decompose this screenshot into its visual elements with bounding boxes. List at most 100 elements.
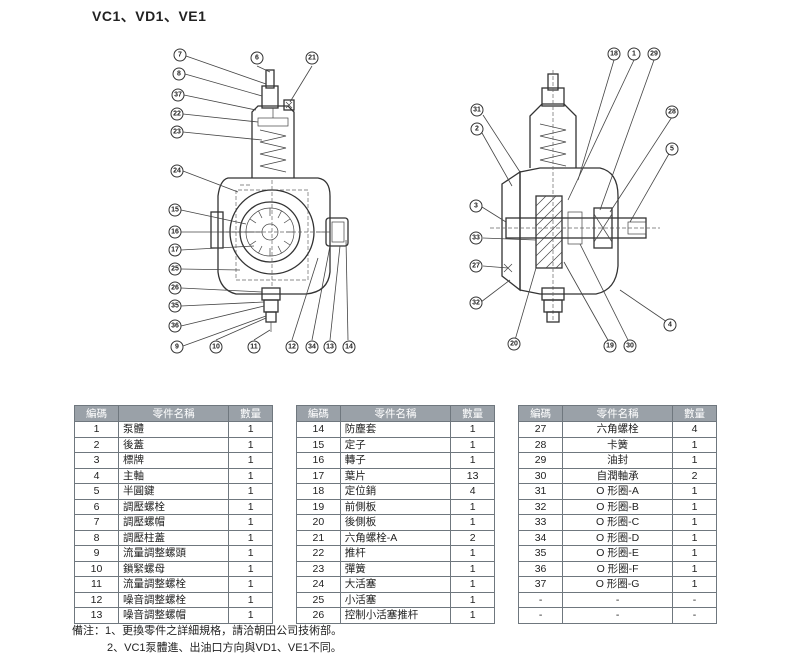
column-header-code: 編碼 [296, 405, 341, 422]
callout-8: 8 [172, 67, 186, 81]
svg-text:36: 36 [171, 323, 179, 330]
callout-16: 16 [168, 225, 182, 239]
svg-text:7: 7 [178, 52, 182, 59]
svg-text:33: 33 [472, 235, 480, 242]
pump-cross-section-diagram: 7 8 37 22 23 24 15 16 17 25 26 35 36 9 1… [168, 47, 679, 354]
svg-text:28: 28 [668, 109, 676, 116]
callout-27: 27 [469, 259, 483, 273]
svg-text:21: 21 [308, 55, 316, 62]
svg-text:24: 24 [173, 168, 181, 175]
callout-22: 22 [170, 107, 184, 121]
callout-36: 36 [168, 319, 182, 333]
column-header-part-name: 零件名稱 [117, 405, 230, 422]
table-header-row: 編碼 零件名稱 數量 [74, 405, 273, 422]
svg-text:14: 14 [345, 344, 353, 351]
callout-28: 28 [665, 105, 679, 119]
callout-7: 7 [173, 48, 187, 62]
callout-24: 24 [170, 164, 184, 178]
callout-20: 20 [507, 337, 521, 351]
svg-text:31: 31 [473, 107, 481, 114]
table-row: --- [517, 607, 717, 624]
svg-text:6: 6 [255, 55, 259, 62]
callout-11: 11 [247, 340, 261, 354]
svg-text:20: 20 [510, 341, 518, 348]
callout-14: 14 [342, 340, 356, 354]
svg-text:18: 18 [610, 51, 618, 58]
callout-9: 9 [170, 340, 184, 354]
callout-18: 18 [607, 47, 621, 61]
callout-4: 4 [663, 318, 677, 332]
column-header-part-name: 零件名稱 [562, 405, 674, 422]
front-view-leaders [180, 55, 349, 347]
svg-text:32: 32 [472, 300, 480, 307]
svg-text:26: 26 [171, 285, 179, 292]
svg-text:9: 9 [175, 344, 179, 351]
svg-text:17: 17 [171, 247, 179, 254]
svg-text:23: 23 [173, 129, 181, 136]
svg-text:8: 8 [177, 71, 181, 78]
column-header-quantity: 數量 [450, 405, 495, 422]
svg-text:12: 12 [288, 344, 296, 351]
svg-text:2: 2 [475, 126, 479, 133]
callout-5: 5 [665, 142, 679, 156]
callout-34: 34 [305, 340, 319, 354]
callout-10: 10 [209, 340, 223, 354]
svg-text:4: 4 [668, 322, 672, 329]
callout-15: 15 [168, 203, 182, 217]
svg-text:11: 11 [250, 344, 258, 351]
svg-text:1: 1 [632, 51, 636, 58]
callout-3: 3 [469, 199, 483, 213]
callout-17: 17 [168, 243, 182, 257]
callout-25: 25 [168, 262, 182, 276]
svg-text:19: 19 [606, 343, 614, 350]
callout-23: 23 [170, 125, 184, 139]
table-header-row: 編碼 零件名稱 數量 [517, 405, 717, 422]
svg-text:22: 22 [173, 111, 181, 118]
column-header-quantity: 數量 [672, 405, 717, 422]
page-title: VC1、VD1、VE1 [92, 8, 207, 24]
svg-text:16: 16 [171, 229, 179, 236]
column-header-part-name: 零件名稱 [339, 405, 452, 422]
side-view-leaders [480, 59, 673, 343]
column-header-code: 編碼 [517, 405, 564, 422]
callout-29: 29 [647, 47, 661, 61]
remark-line-1: 備注：1、更換零件之詳細規格，請洽朝田公司技術部。 [72, 625, 343, 637]
callout-21: 21 [305, 51, 319, 65]
svg-text:30: 30 [626, 343, 634, 350]
svg-text:27: 27 [472, 263, 480, 270]
svg-text:5: 5 [670, 146, 674, 153]
callout-31: 31 [470, 103, 484, 117]
svg-text:29: 29 [650, 51, 658, 58]
callout-26: 26 [168, 281, 182, 295]
callout-13: 13 [323, 340, 337, 354]
